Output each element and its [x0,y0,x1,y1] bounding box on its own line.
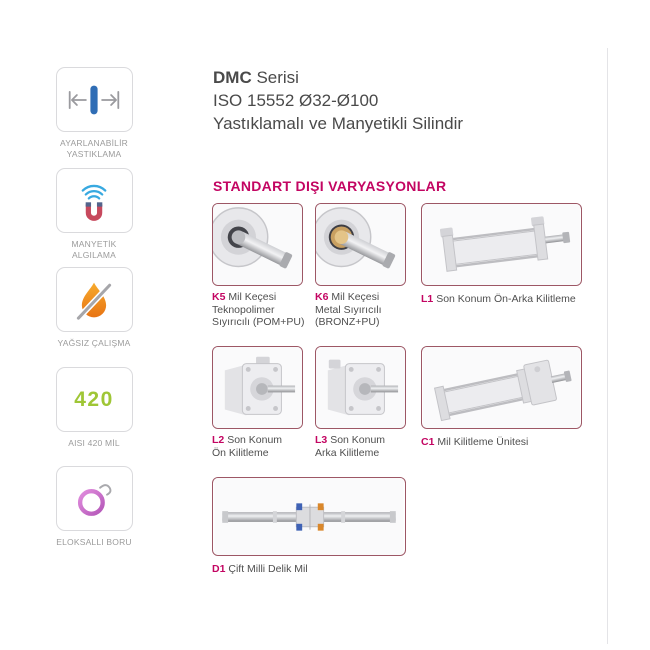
variant-desc: Çift Milli Delik Mil [228,563,308,575]
cylinder-front-rear-lock-photo [422,204,581,285]
page-divider-line [607,48,608,644]
feature-oil-free: YAĞSIZ ÇALIŞMA [36,267,152,349]
variant-code: K5 [212,291,226,303]
variant-label-l1: L1 Son Konum Ön-Arka Kilitleme [421,293,599,306]
feature-magnetic-sensing: MANYETİK ALGILAMA [36,168,152,261]
variant-card-c1 [421,346,582,429]
variant-label-l2: L2 Son Konum Ön Kilitleme [212,434,284,459]
feature-aisi-420: 420 AISI 420 MİL [36,367,152,449]
variant-label-k6: K6 Mil Keçesi Metal Sıyırıcılı (BRONZ+PU… [315,291,401,329]
variant-card-l2 [212,346,303,429]
rod-seal-technopolymer-photo [213,204,302,285]
product-header: DMC Serisi ISO 15552 Ø32-Ø100 Yastıklama… [213,66,463,135]
variant-code: C1 [421,436,435,448]
feature-icon-box [55,168,133,233]
feature-icon-box: 420 [55,367,133,432]
feature-anodized-tube: ELOKSALLI BORU [36,466,152,548]
section-title: STANDART DIŞI VARYASYONLAR [213,178,447,194]
variant-card-l1 [421,203,582,286]
variant-code: D1 [212,563,226,575]
variant-card-k5 [212,203,303,286]
feature-icon-box [55,67,133,132]
magnetic-sensing-icon [81,184,107,221]
iso-spec: ISO 15552 Ø32-Ø100 [213,91,379,110]
variant-card-l3 [315,346,406,429]
variant-desc: Mil Keçesi Metal Sıyırıcılı (BRONZ+PU) [315,291,382,328]
variant-desc: Mil Kilitleme Ünitesi [437,436,529,448]
variant-code: L2 [212,434,225,446]
variant-desc: Son Konum Arka Kilitleme [315,434,386,459]
product-description: Yastıklamalı ve Manyetikli Silindir [213,114,464,133]
series-suffix: Serisi [256,68,299,87]
double-rod-hollow-photo [214,478,404,555]
feature-icon-box [55,466,133,531]
series-title: DMC Serisi [213,66,463,89]
adjustable-cushioning-icon [68,85,120,114]
cylinder-rear-lock-photo [316,347,405,428]
aisi-420-icon: 420 [74,387,114,411]
feature-label: ELOKSALLI BORU [56,537,132,547]
feature-label: YAĞSIZ ÇALIŞMA [57,338,131,348]
feature-icon-box [55,267,133,332]
variant-desc: Mil Keçesi Teknopolimer Sıyırıcılı (POM+… [212,291,305,328]
rod-lock-unit-photo [422,347,581,428]
anodized-tube-icon [77,483,112,516]
variant-card-k6 [315,203,406,286]
oil-free-icon [75,281,113,321]
variant-label-l3: L3 Son Konum Arka Kilitleme [315,434,391,459]
variant-desc: Son Konum Ön-Arka Kilitleme [436,293,576,305]
variant-code: L1 [421,293,434,305]
variant-desc: Son Konum Ön Kilitleme [212,434,283,459]
cylinder-front-lock-photo [213,347,302,428]
variant-label-k5: K5 Mil Keçesi Teknopolimer Sıyırıcılı (P… [212,291,312,329]
variant-code: K6 [315,291,329,303]
feature-adjustable-cushioning: AYARLANABİLİR YASTIKLAMA [36,67,152,160]
variant-label-d1: D1 Çift Milli Delik Mil [212,563,392,576]
variant-code: L3 [315,434,328,446]
rod-seal-metal-photo [316,204,405,285]
series-name: DMC [213,68,252,87]
feature-label: AYARLANABİLİR YASTIKLAMA [60,138,128,159]
variant-card-d1 [212,477,406,556]
feature-label: AISI 420 MİL [68,438,120,448]
feature-label: MANYETİK ALGILAMA [71,239,117,260]
variant-label-c1: C1 Mil Kilitleme Ünitesi [421,436,591,449]
